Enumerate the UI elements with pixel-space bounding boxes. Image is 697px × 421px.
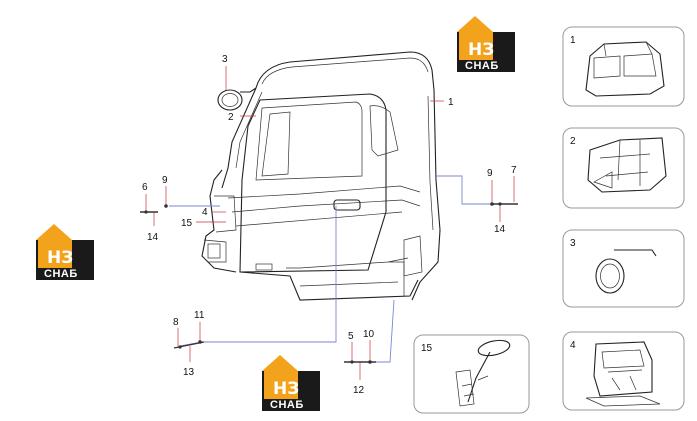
callout-9: 9	[487, 168, 493, 179]
logo-mark: НЗ	[47, 248, 73, 268]
door-handle	[333, 199, 361, 211]
fastener-group-left: 6 9 14	[140, 175, 168, 243]
brand-logo-left: НЗ СНАБ	[36, 224, 94, 280]
callout-6: 6	[142, 182, 148, 193]
mirror-head	[217, 89, 243, 111]
thumbnail-label: 4	[570, 340, 576, 351]
callout-15: 15	[181, 218, 193, 229]
thumbnail-label: 15	[421, 343, 433, 354]
callout-5: 5	[348, 331, 354, 342]
callout-4: 4	[202, 207, 208, 218]
thumbnail-label: 2	[570, 136, 576, 147]
thumbnail-1-cab-shell[interactable]: 1	[562, 26, 685, 107]
fastener-group-bottom-mid: 5 10 12	[344, 329, 376, 396]
nut	[368, 360, 372, 364]
logo-caption: СНАБ	[270, 399, 304, 411]
callout-3: 3	[222, 54, 228, 65]
callout-7: 7	[511, 165, 517, 176]
logo-caption: СНАБ	[44, 268, 78, 280]
callout-8: 8	[173, 317, 179, 328]
nut	[490, 202, 494, 206]
main-leader-lines	[196, 66, 444, 223]
brand-logo-top: НЗ СНАБ	[457, 16, 515, 72]
callout-10: 10	[363, 329, 375, 340]
callout-14: 14	[494, 224, 506, 235]
fastener-group-right: 9 7 14	[487, 165, 518, 235]
callout-11: 11	[194, 310, 205, 321]
nut	[164, 204, 168, 208]
thumbnail-label: 3	[570, 238, 576, 249]
truck-cab-drawing	[201, 51, 441, 301]
washer	[498, 202, 502, 206]
fastener-group-bottom-left: 8 11 13	[173, 310, 205, 378]
callout-12: 12	[353, 385, 365, 396]
callout-1: 1	[448, 97, 454, 108]
brand-logo-bottom: НЗ СНАБ	[262, 355, 320, 411]
washer	[178, 345, 182, 349]
logo-caption: СНАБ	[465, 60, 499, 72]
callout-9: 9	[162, 175, 168, 186]
callout-14: 14	[147, 232, 159, 243]
thumbnail-4-dashboard[interactable]: 4	[562, 331, 685, 411]
logo-mark: НЗ	[468, 40, 494, 60]
logo-mark: НЗ	[273, 379, 299, 399]
nut	[198, 340, 202, 344]
thumbnail-3-mirror[interactable]: 3	[562, 229, 685, 308]
washer	[144, 210, 148, 214]
thumbnail-15-steering-column[interactable]: 15	[413, 334, 530, 414]
callout-13: 13	[183, 367, 195, 378]
callout-2: 2	[228, 112, 234, 123]
thumbnail-2-cab-frame[interactable]: 2	[562, 127, 685, 209]
washer	[350, 360, 354, 364]
thumbnail-label: 1	[570, 35, 576, 46]
